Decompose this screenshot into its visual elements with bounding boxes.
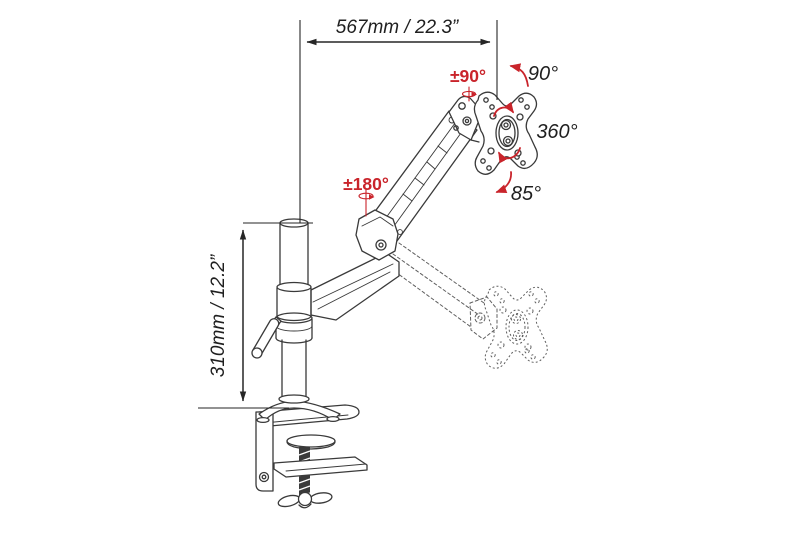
desk-clamp <box>255 404 368 509</box>
lower-arm <box>276 252 400 322</box>
elbow-joint <box>355 209 399 261</box>
rotation-arc-top <box>493 101 514 117</box>
arm-swivel-axis-icon <box>358 188 375 217</box>
width-dimension: 567mm / 22.3” <box>299 17 498 223</box>
arm-ghost-position <box>384 242 498 340</box>
tilt-down-label: 85° <box>511 183 541 205</box>
tilt-up-arrow <box>509 63 529 87</box>
rotation-label: 360° <box>536 121 577 143</box>
tilt-down-arrow <box>495 171 512 193</box>
clamp-wing-knob <box>277 491 333 509</box>
vesa-swivel-label: ±90° <box>450 66 486 86</box>
vesa-plate <box>473 91 538 175</box>
tilt-up-label: 90° <box>528 63 558 85</box>
rotation-annotations <box>358 63 529 217</box>
height-lever <box>251 316 282 359</box>
clamp-lower-arm <box>273 456 368 478</box>
arm-swivel-label: ±180° <box>343 174 389 194</box>
width-dimension-label: 567mm / 22.3” <box>336 17 460 38</box>
clamp-pad <box>286 434 336 448</box>
vesa-swivel-axis-icon <box>461 86 477 102</box>
pole <box>251 218 313 404</box>
mounting-base <box>256 400 341 424</box>
rotation-arc-bottom <box>498 147 521 164</box>
height-dimension-label: 310mm / 12.2” <box>208 253 229 377</box>
height-dimension: 310mm / 12.2” <box>198 222 313 409</box>
pole-hub <box>276 281 312 322</box>
height-collar <box>275 312 313 344</box>
vesa-plate-ghost <box>483 285 548 369</box>
